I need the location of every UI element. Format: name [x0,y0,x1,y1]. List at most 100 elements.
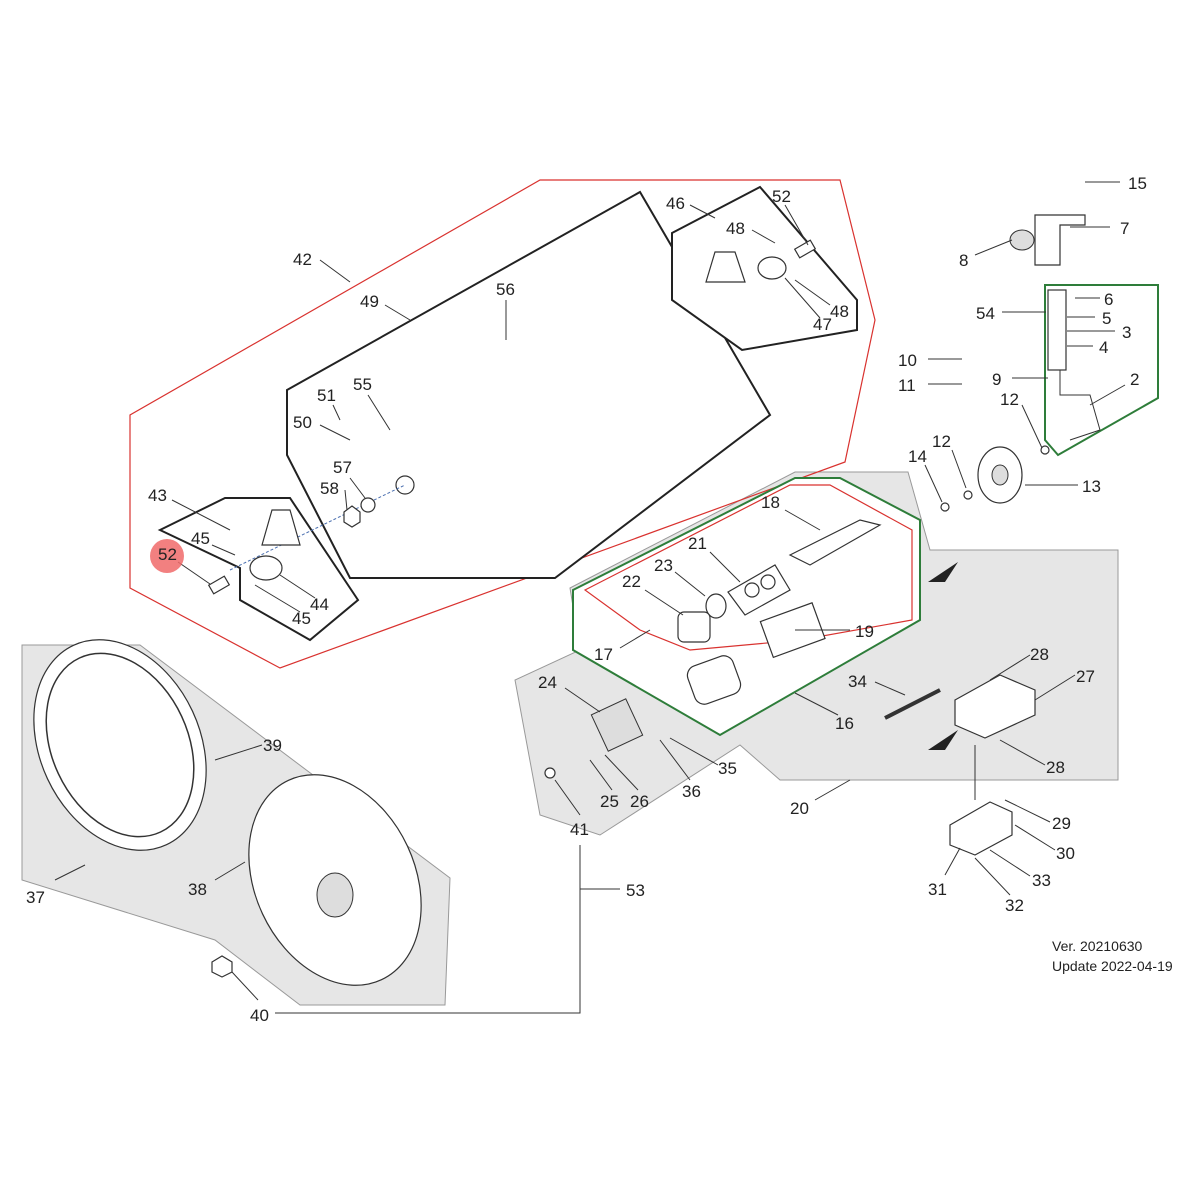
callout-8[interactable]: 8 [959,251,968,270]
arrow-icon [928,562,958,582]
callout-labels: 42 49 56 46 52 48 48 47 15 7 8 54 6 5 3 … [26,174,1173,1025]
nut-58 [343,505,361,528]
callout-5[interactable]: 5 [1102,309,1111,328]
callout-21[interactable]: 21 [688,534,707,553]
caster-wheel-hub [991,464,1009,486]
tire-inner [45,652,195,838]
callout-55[interactable]: 55 [353,375,372,394]
callout-49[interactable]: 49 [360,292,379,311]
caster-group-outline [1044,284,1159,457]
callout-50[interactable]: 50 [293,413,312,432]
callout-29[interactable]: 29 [1052,814,1071,833]
highlight-marker [150,539,184,573]
callout-28[interactable]: 28 [1030,645,1049,664]
tire-39 [33,639,207,851]
callout-44[interactable]: 44 [310,595,329,614]
callout-54[interactable]: 54 [976,304,995,323]
callout-22[interactable]: 22 [622,572,641,591]
callout-52-highlighted[interactable]: 52 [158,545,177,564]
bearing-44 [249,555,283,581]
callout-25[interactable]: 25 [600,792,619,811]
version-text: Ver. 20210630 [1052,938,1143,954]
callout-45[interactable]: 45 [191,529,210,548]
callout-27[interactable]: 27 [1076,667,1095,686]
plate-24 [590,698,644,752]
callout-52[interactable]: 52 [772,187,791,206]
callout-3[interactable]: 3 [1122,323,1131,342]
callout-10[interactable]: 10 [898,351,917,370]
callout-9[interactable]: 9 [992,370,1001,389]
callout-18[interactable]: 18 [761,493,780,512]
washer-57 [360,497,376,513]
callout-4[interactable]: 4 [1099,338,1108,357]
callout-38[interactable]: 38 [188,880,207,899]
bearing-47 [757,256,787,280]
callout-15[interactable]: 15 [1128,174,1147,193]
callout-26[interactable]: 26 [630,792,649,811]
callout-48[interactable]: 48 [726,219,745,238]
callout-20[interactable]: 20 [790,799,809,818]
caster-post [1047,289,1067,371]
callout-36[interactable]: 36 [682,782,701,801]
shaft-18 [788,519,882,566]
callout-24[interactable]: 24 [538,673,557,692]
callout-57[interactable]: 57 [333,458,352,477]
callout-6[interactable]: 6 [1104,290,1113,309]
nut-40 [211,955,233,978]
bracket-right [705,251,746,283]
caster-arm-2 [1059,370,1101,441]
callout-39[interactable]: 39 [263,736,282,755]
callout-48[interactable]: 48 [830,302,849,321]
callout-12[interactable]: 12 [932,432,951,451]
ring-23 [705,593,727,619]
callout-13[interactable]: 13 [1082,477,1101,496]
update-date-text: Update 2022-04-19 [1052,958,1173,974]
arrow-icon [928,730,958,750]
callout-41[interactable]: 41 [570,820,589,839]
callout-45[interactable]: 45 [292,609,311,628]
board-27 [954,674,1036,739]
callout-42[interactable]: 42 [293,250,312,269]
callout-30[interactable]: 30 [1056,844,1075,863]
washer-41 [544,767,556,779]
callout-32[interactable]: 32 [1005,896,1024,915]
callout-12[interactable]: 12 [1000,390,1019,409]
bushing-8 [1009,229,1035,251]
callout-46[interactable]: 46 [666,194,685,213]
callout-40[interactable]: 40 [250,1006,269,1025]
callout-33[interactable]: 33 [1032,871,1051,890]
motor-19 [759,602,826,659]
callout-17[interactable]: 17 [594,645,613,664]
axis-line [229,484,406,571]
gearbox-group-outline [583,484,913,651]
callout-43[interactable]: 43 [148,486,167,505]
callout-7[interactable]: 7 [1120,219,1129,238]
cable-tie-34 [884,688,941,720]
gearbox [686,655,742,705]
caster-bracket-7 [1034,214,1086,266]
callout-37[interactable]: 37 [26,888,45,907]
callout-16[interactable]: 16 [835,714,854,733]
coupling-22 [677,611,711,643]
bearing-21a [744,582,760,598]
bracket-left [261,509,301,546]
bolt-52-left [207,575,231,595]
callout-34[interactable]: 34 [848,672,867,691]
callout-31[interactable]: 31 [928,880,947,899]
callout-2[interactable]: 2 [1130,370,1139,389]
callout-35[interactable]: 35 [718,759,737,778]
callout-47[interactable]: 47 [813,315,832,334]
callout-14[interactable]: 14 [908,447,927,466]
washer-12 [963,490,973,500]
callout-56[interactable]: 56 [496,280,515,299]
callout-51[interactable]: 51 [317,386,336,405]
callout-53[interactable]: 53 [626,881,645,900]
callout-23[interactable]: 23 [654,556,673,575]
bolt-52-right [793,239,817,259]
callout-19[interactable]: 19 [855,622,874,641]
callout-58[interactable]: 58 [320,479,339,498]
callout-11[interactable]: 11 [898,376,916,395]
callout-28[interactable]: 28 [1046,758,1065,777]
rim-hub [316,872,354,918]
